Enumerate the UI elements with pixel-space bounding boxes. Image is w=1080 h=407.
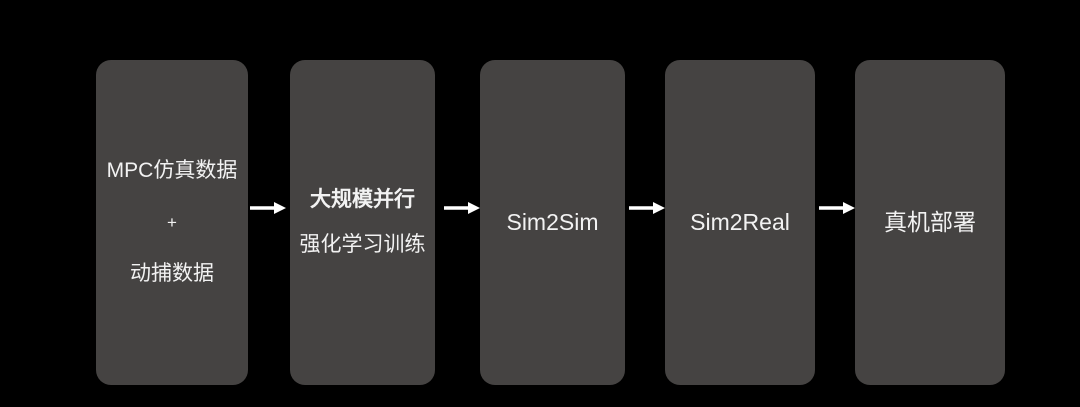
stage-2-line-2: 强化学习训练 bbox=[299, 232, 426, 256]
stage-4-content: Sim2Real bbox=[665, 208, 815, 237]
stage-4-line-1: Sim2Real bbox=[690, 209, 790, 236]
stage-3-content: Sim2Sim bbox=[480, 208, 625, 237]
arrow-right-icon-4 bbox=[819, 199, 855, 217]
stage-box-5: 真机部署 bbox=[855, 60, 1005, 385]
arrow-right-icon-1 bbox=[250, 199, 286, 217]
stage-3-line-1: Sim2Sim bbox=[506, 209, 599, 236]
stage-5-line-1: 真机部署 bbox=[884, 209, 976, 236]
stage-box-4: Sim2Real bbox=[665, 60, 815, 385]
stage-2-line-1: 大规模并行 bbox=[310, 188, 415, 212]
arrow-right-icon-3 bbox=[629, 199, 665, 217]
arrow-right-icon-2 bbox=[444, 199, 480, 217]
stage-5-content: 真机部署 bbox=[855, 208, 1005, 237]
stage-1-line-1: MPC仿真数据 bbox=[106, 158, 238, 182]
stage-1-line-3: 动捕数据 bbox=[130, 262, 214, 286]
stage-box-2: 大规模并行 强化学习训练 bbox=[290, 60, 435, 385]
stage-1-content: MPC仿真数据 + 动捕数据 bbox=[96, 158, 248, 288]
stage-box-1: MPC仿真数据 + 动捕数据 bbox=[96, 60, 248, 385]
stage-box-3: Sim2Sim bbox=[480, 60, 625, 385]
stage-1-line-2: + bbox=[167, 212, 177, 232]
stage-2-content: 大规模并行 强化学习训练 bbox=[290, 187, 435, 258]
